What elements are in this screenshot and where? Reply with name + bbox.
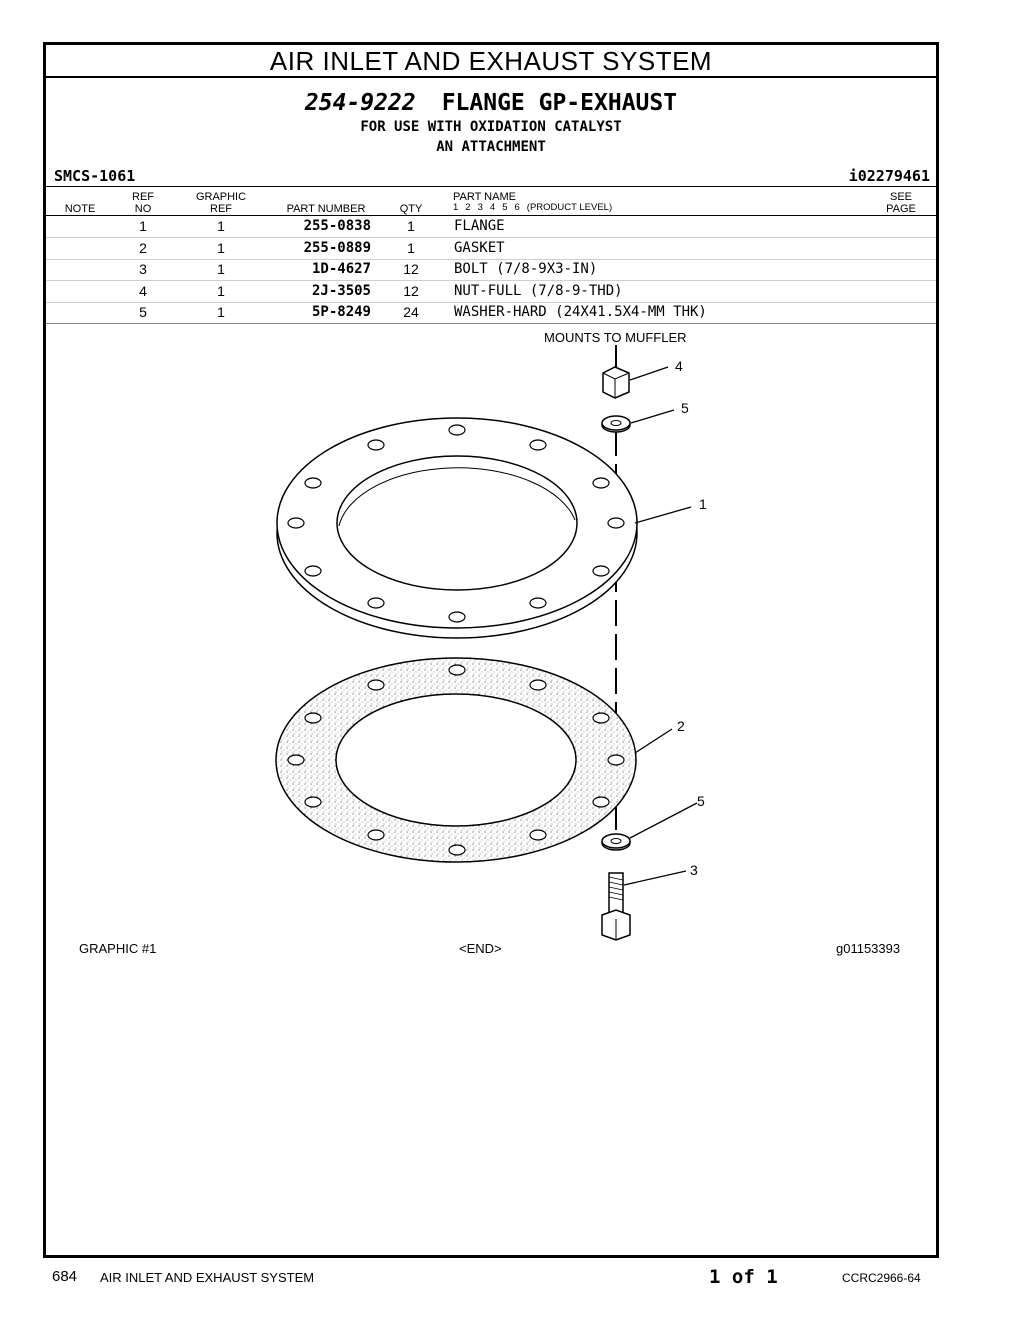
callout-4: 4 bbox=[675, 358, 683, 374]
bolt-part bbox=[601, 872, 631, 941]
document-code: CCRC2966-64 bbox=[842, 1271, 921, 1285]
table-row: 3 1 1D-4627 12 BOLT (7/8-9X3-IN) bbox=[46, 259, 936, 281]
level-2: 2 bbox=[465, 202, 471, 213]
callout-5-top: 5 bbox=[681, 400, 689, 416]
level-6: 6 bbox=[514, 202, 520, 213]
group-heading: 254-9222 FLANGE GP-EXHAUST bbox=[46, 89, 936, 117]
mounts-to-muffler-label: MOUNTS TO MUFFLER bbox=[544, 330, 687, 345]
level-5: 5 bbox=[502, 202, 508, 213]
nut-part bbox=[602, 366, 630, 399]
cell-name: GASKET bbox=[454, 239, 505, 256]
level-3: 3 bbox=[477, 202, 483, 213]
table-row: 5 1 5P-8249 24 WASHER-HARD (24X41.5X4-MM THK… bbox=[46, 302, 936, 324]
exploded-view-illustration: MOUNTS TO MUFFLER bbox=[275, 330, 707, 941]
cell-part-number: 5P-8249 bbox=[311, 304, 371, 320]
cell-qty: 1 bbox=[407, 239, 415, 256]
callout-5-bottom: 5 bbox=[697, 793, 705, 809]
document-identifier: i02279461 bbox=[848, 167, 930, 185]
group-number: 254-9222 bbox=[304, 90, 416, 116]
header-qty: QTY bbox=[399, 203, 423, 215]
cell-qty: 12 bbox=[403, 282, 419, 299]
header-graphic-bottom: REF bbox=[210, 203, 232, 215]
product-level-label: (PRODUCT LEVEL) bbox=[526, 202, 613, 213]
section-title: AIR INLET AND EXHAUST SYSTEM bbox=[46, 45, 936, 78]
header-bottom-rule bbox=[46, 215, 936, 216]
callout-3: 3 bbox=[690, 862, 698, 878]
cell-name: FLANGE bbox=[454, 218, 505, 234]
washer-top-part bbox=[601, 415, 631, 433]
cell-part-number: 255-0838 bbox=[303, 218, 371, 234]
cell-qty: 24 bbox=[403, 304, 419, 320]
level-4: 4 bbox=[489, 202, 496, 213]
page-of-count: 1 of 1 bbox=[709, 1266, 778, 1288]
cell-ref: 5 bbox=[139, 304, 147, 320]
gasket-bolt-holes bbox=[287, 664, 625, 856]
table-row: 2 1 255-0889 1 GASKET bbox=[46, 238, 936, 260]
graphic-label: GRAPHIC #1 bbox=[79, 941, 157, 956]
cell-part-number: 2J-3505 bbox=[311, 282, 371, 299]
smcs-code: SMCS-1061 bbox=[54, 167, 136, 185]
cell-ref: 1 bbox=[139, 218, 147, 234]
header-see-top: SEE bbox=[889, 191, 912, 203]
header-part-number: PART NUMBER bbox=[286, 203, 366, 215]
cell-graphic: 1 bbox=[217, 239, 225, 256]
graphic-id: g01153393 bbox=[836, 941, 901, 956]
end-marker: <END> bbox=[459, 941, 502, 956]
header-ref-top: REF bbox=[132, 191, 154, 203]
cell-ref: 4 bbox=[139, 282, 147, 299]
flange-bolt-holes bbox=[287, 424, 625, 623]
table-row: 1 1 255-0838 1 FLANGE bbox=[46, 216, 936, 238]
callout-2: 2 bbox=[677, 718, 685, 734]
cell-name: WASHER-HARD (24X41.5X4-MM THK) bbox=[454, 304, 707, 320]
callout-1: 1 bbox=[699, 496, 707, 512]
footer-section-title: AIR INLET AND EXHAUST SYSTEM bbox=[100, 1270, 315, 1285]
group-subtitle-2: AN ATTACHMENT bbox=[436, 139, 546, 155]
header-see-bottom: PAGE bbox=[886, 203, 916, 215]
header-ref-bottom: NO bbox=[134, 203, 152, 215]
header-graphic-top: GRAPHIC bbox=[195, 191, 247, 203]
group-subtitle-1: FOR USE WITH OXIDATION CATALYST bbox=[360, 119, 622, 135]
cell-graphic: 1 bbox=[217, 218, 225, 234]
cell-graphic: 1 bbox=[217, 304, 225, 320]
cell-name: BOLT (7/8-9X3-IN) bbox=[454, 261, 598, 277]
gasket-part bbox=[275, 657, 637, 863]
cell-ref: 2 bbox=[139, 239, 147, 256]
header-note: NOTE bbox=[64, 203, 96, 215]
cell-graphic: 1 bbox=[217, 261, 225, 277]
cell-ref: 3 bbox=[139, 261, 147, 277]
table-row: 4 1 2J-3505 12 NUT-FULL (7/8-9-THD) bbox=[46, 281, 936, 303]
header-top-rule bbox=[46, 186, 936, 187]
cell-name: NUT-FULL (7/8-9-THD) bbox=[454, 282, 623, 299]
header-part-name: PART NAME bbox=[453, 191, 516, 203]
cell-qty: 12 bbox=[403, 261, 419, 277]
group-name: FLANGE GP-EXHAUST bbox=[441, 90, 678, 116]
washer-bottom-part bbox=[601, 833, 631, 851]
callout-leaders bbox=[623, 366, 698, 886]
page-number: 684 bbox=[52, 1268, 78, 1285]
cell-qty: 1 bbox=[407, 218, 415, 234]
flange-part bbox=[276, 417, 638, 639]
cell-graphic: 1 bbox=[217, 282, 225, 299]
level-1: 1 bbox=[453, 202, 459, 213]
cell-part-number: 1D-4627 bbox=[311, 261, 371, 277]
cell-part-number: 255-0889 bbox=[303, 239, 371, 256]
